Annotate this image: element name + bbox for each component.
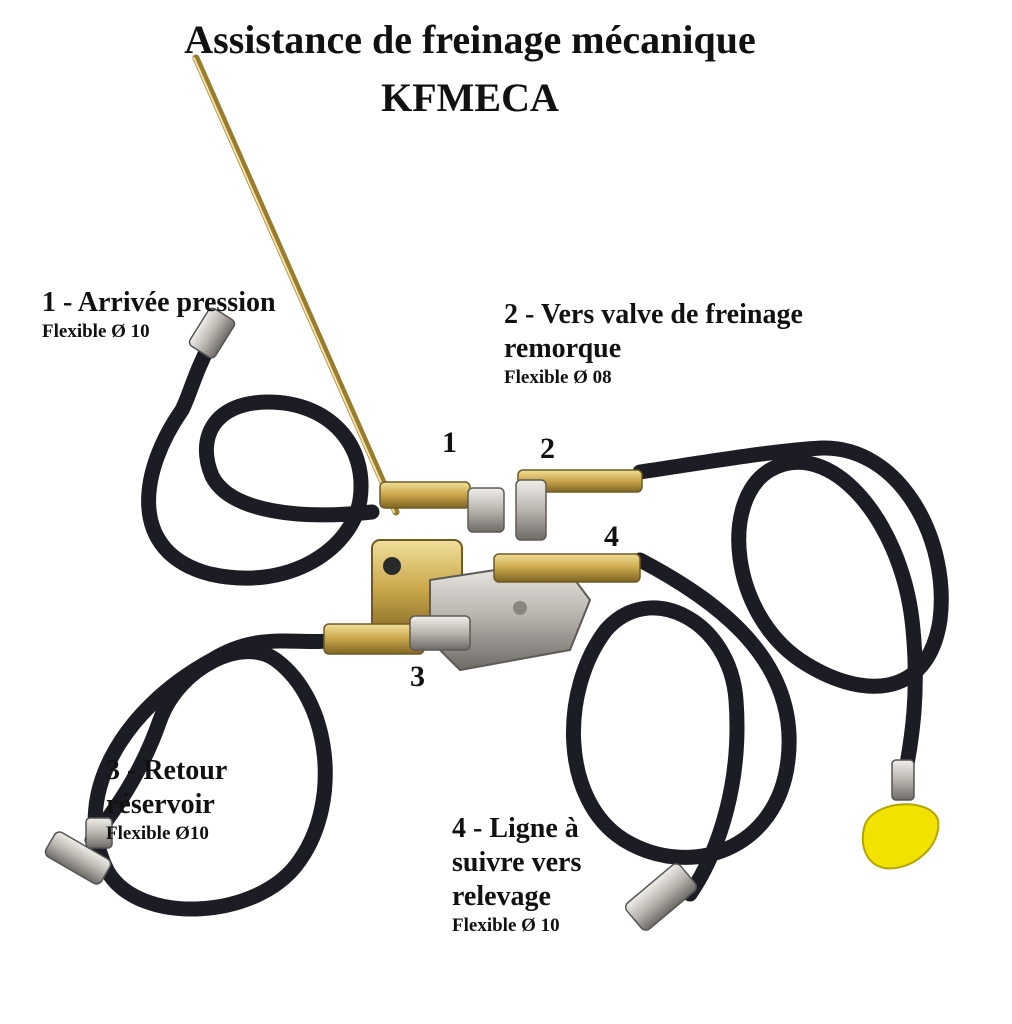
hose-2-trailer-brake	[632, 440, 949, 788]
label-lift-line-title-3: relevage	[452, 881, 551, 912]
label-pressure-supply: 1 - Arrivée pression Flexible Ø 10	[42, 286, 276, 344]
hose-3-tank-return	[84, 632, 344, 917]
label-trailer-brake: 2 - Vers valve de freinage remorque Flex…	[504, 298, 803, 390]
page-title: Assistance de freinage mécanique	[184, 17, 756, 62]
yellow-coupler-icon	[861, 759, 940, 870]
label-lift-line: 4 - Ligne à suivre vers relevage Flexibl…	[452, 812, 581, 938]
fitting-port-4	[493, 553, 641, 583]
port-number-3: 3	[410, 660, 425, 693]
hose-4-end-fitting	[624, 863, 698, 931]
label-tank-return: 3 - Retour réservoir Flexible Ø10	[106, 754, 227, 846]
fitting-port-2	[515, 469, 643, 541]
brake-lever-rod	[192, 54, 400, 516]
label-lift-line-hose: Flexible Ø 10	[452, 915, 560, 936]
label-trailer-brake-hose: Flexible Ø 08	[504, 367, 612, 388]
page-subtitle: KFMECA	[381, 75, 559, 120]
port-number-1: 1	[442, 426, 457, 459]
fitting-port-1	[379, 481, 505, 533]
label-pressure-supply-hose: Flexible Ø 10	[42, 321, 150, 342]
label-trailer-brake-title: 2 - Vers valve de freinage	[504, 299, 803, 330]
port-number-2: 2	[540, 432, 555, 465]
label-lift-line-title-2: suivre vers	[452, 847, 582, 878]
port-number-4: 4	[604, 520, 619, 553]
hose-1-end-fitting	[188, 307, 236, 359]
label-lift-line-title: 4 - Ligne à	[452, 813, 579, 844]
hose-4-lift-line	[565, 552, 797, 902]
label-tank-return-title: 3 - Retour	[106, 755, 228, 786]
label-trailer-brake-title-2: remorque	[504, 333, 622, 364]
fitting-port-3	[323, 615, 471, 655]
hose-3-end-fitting	[44, 817, 113, 885]
label-tank-return-title-2: réservoir	[106, 789, 215, 820]
label-tank-return-hose: Flexible Ø10	[106, 823, 209, 844]
label-pressure-supply-title: 1 - Arrivée pression	[42, 287, 276, 318]
hose-1-pressure-supply	[141, 332, 380, 586]
